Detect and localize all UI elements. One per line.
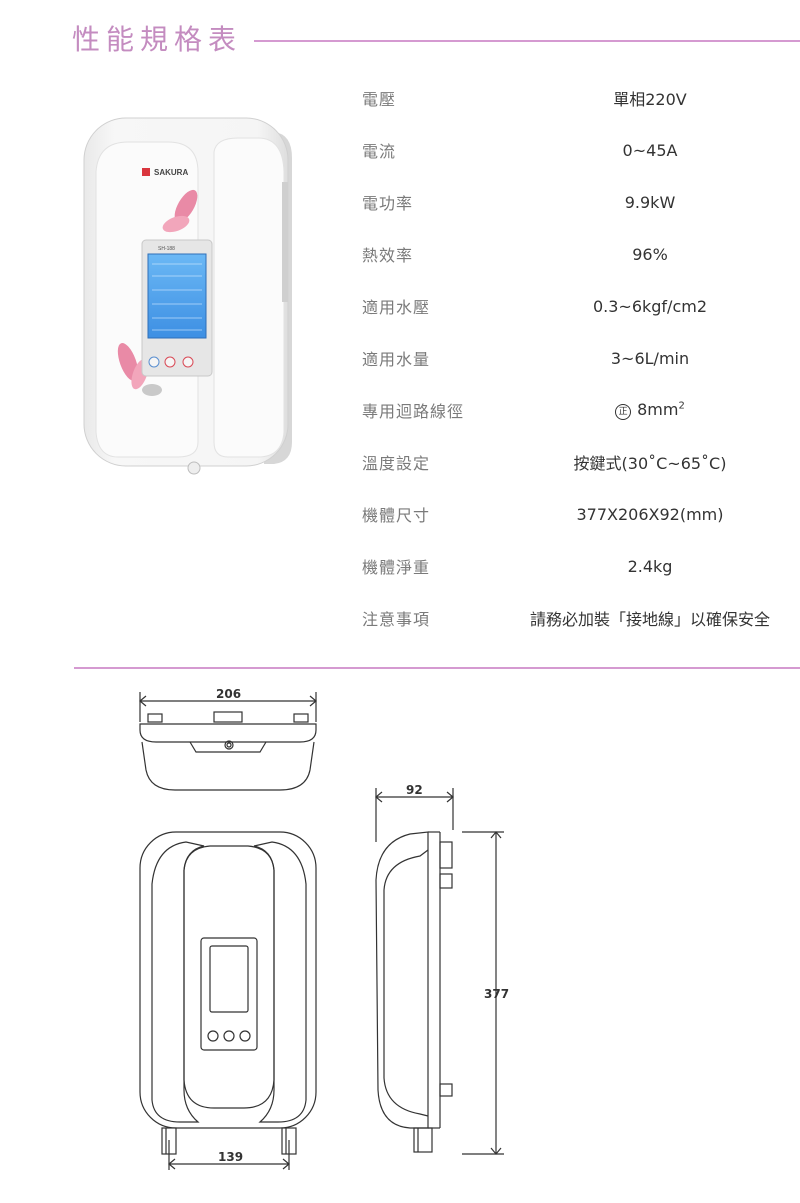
spec-label: 注意事項 [362,610,431,629]
spec-row-water-pressure: 適用水壓 0.3~6kgf/cm2 [362,280,800,332]
product-photo: SAKURA SH-188 [78,112,300,482]
spec-label: 機體淨重 [362,558,431,577]
spec-label: 適用水量 [362,350,431,369]
spec-label: 專用迴路線徑 [362,402,465,421]
spec-value: 單相220V [613,90,687,109]
spec-value: 3~6L/min [610,348,690,368]
top-view-drawing: 206 [139,687,317,791]
spec-label: 溫度設定 [362,454,431,473]
dim-width: 206 [216,687,241,701]
svg-text:SH-188: SH-188 [158,246,175,252]
spec-row-temperature: 溫度設定 按鍵式(30˚C~65˚C) [362,436,800,488]
spec-row-power: 電功率 9.9kW [362,176,800,228]
dimension-drawing: 206 92 [0,670,800,1203]
spec-label: 熱效率 [362,246,414,265]
spec-row-weight: 機體淨重 2.4kg [362,540,800,592]
circled-mark-icon: 正 [615,404,632,420]
spec-label: 電功率 [362,194,414,213]
spec-value: 按鍵式(30˚C~65˚C) [573,454,727,473]
spec-value: 0.3~6kgf/cm2 [592,296,708,316]
dim-pipe-spacing: 139 [218,1150,243,1164]
spec-value: 96% [632,244,668,264]
page-title: 性能規格表 [72,23,243,56]
spec-value: 請務必加裝「接地線」以確保安全 [529,610,770,629]
spec-label: 適用水壓 [362,298,431,317]
spec-label: 機體尺寸 [362,506,431,525]
spec-row-water-flow: 適用水量 3~6L/min [362,332,800,384]
spec-label: 電流 [362,142,397,161]
sakura-logo: SAKURA [142,168,188,177]
spec-value: 2.4kg [627,556,673,576]
spec-value: 377X206X92(mm) [576,504,724,524]
spec-value: 9.9kW [624,192,676,212]
dim-height: 377 [484,987,509,1001]
svg-text:SAKURA: SAKURA [154,168,188,177]
dim-depth: 92 [406,783,423,797]
spec-row-notes: 注意事項 請務必加裝「接地線」以確保安全 [362,592,800,644]
section-divider [74,667,800,669]
front-view-drawing: 139 [139,831,317,1170]
spec-value: 0~45A [622,140,678,160]
spec-row-current: 電流 0~45A [362,124,800,176]
side-view-drawing: 92 377 [375,783,509,1155]
title-divider [254,40,800,42]
spec-row-dimensions: 機體尺寸 377X206X92(mm) [362,488,800,540]
spec-row-efficiency: 熱效率 96% [362,228,800,280]
spec-label: 電壓 [362,90,397,109]
spec-row-voltage: 電壓 單相220V [362,72,800,124]
